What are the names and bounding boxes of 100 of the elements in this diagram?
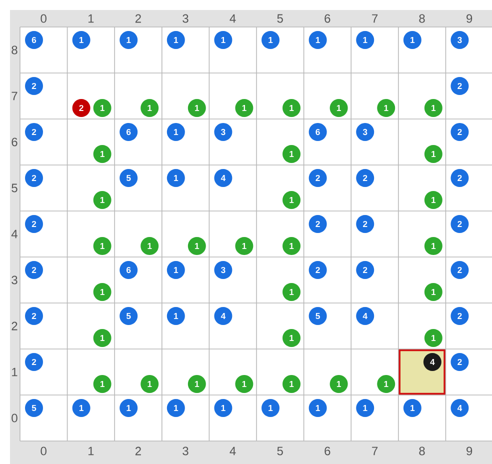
axis-label: 9 [466,14,472,23]
axis-label: 5 [277,446,283,456]
numbered-ball: 5 [25,399,43,417]
numbered-ball: 1 [166,307,185,325]
numbered-ball: 1 [282,283,300,301]
axis-label: 0 [12,414,18,422]
numbered-ball: 1 [403,399,422,417]
numbered-ball: 1 [282,375,300,393]
numbered-ball: 1 [93,99,112,117]
axis-label: 7 [372,446,378,456]
axis-label: 4 [230,446,236,456]
numbered-ball: 2 [450,261,469,279]
numbered-ball: 2 [356,261,374,279]
numbered-ball: 1 [166,123,185,141]
numbered-ball: 2 [25,169,43,187]
numbered-ball: 2 [25,215,43,233]
numbered-ball: 1 [214,31,232,49]
numbered-ball: 1 [188,237,206,255]
numbered-ball: 1 [356,31,374,49]
numbered-ball: 1 [93,329,112,347]
numbered-ball: 4 [214,307,232,325]
axis-label: 1 [88,14,94,23]
numbered-ball: 1 [424,145,442,163]
numbered-ball: 1 [140,99,159,117]
axis-label: 4 [230,14,236,23]
numbered-ball: 1 [120,399,138,417]
numbered-ball: 2 [25,123,43,141]
axis-label: 3 [182,14,188,23]
numbered-ball: 1 [235,375,254,393]
numbered-ball: 2 [450,353,469,371]
numbered-ball: 4 [356,307,374,325]
numbered-ball: 3 [450,31,469,49]
numbered-ball: 1 [403,31,422,49]
numbered-ball: 2 [25,77,43,95]
numbered-ball: 6 [308,123,327,141]
axis-label: 7 [372,14,378,23]
numbered-ball: 4 [214,169,232,187]
numbered-ball: 2 [450,77,469,95]
axis-label: 8 [419,446,425,456]
numbered-ball: 2 [25,261,43,279]
numbered-ball: 1 [282,191,300,209]
numbered-ball: 1 [282,145,300,163]
numbered-ball: 1 [93,375,112,393]
numbered-ball: 5 [308,307,327,325]
numbered-ball: 1 [377,375,396,393]
numbered-ball: 2 [308,169,327,187]
numbered-ball: 5 [120,169,138,187]
numbered-ball: 1 [120,31,138,49]
numbered-ball: 4 [450,399,469,417]
axis-label: 6 [324,14,330,23]
numbered-ball: 1 [282,329,300,347]
numbered-ball: 2 [450,123,469,141]
numbered-ball: 4 [423,353,442,371]
numbered-ball: 1 [93,191,112,209]
numbered-ball: 1 [424,191,442,209]
numbered-ball: 1 [140,237,159,255]
numbered-ball: 1 [188,99,206,117]
axis-label: 8 [12,46,18,54]
axis-label: 2 [135,446,141,456]
numbered-ball: 2 [450,215,469,233]
numbered-ball: 1 [188,375,206,393]
numbered-ball: 1 [166,169,185,187]
numbered-ball: 1 [93,145,112,163]
numbered-ball: 6 [120,261,138,279]
numbered-ball: 2 [72,99,90,117]
numbered-ball: 3 [214,261,232,279]
axis-label: 7 [12,92,18,100]
axis-label: 0 [40,446,46,456]
numbered-ball: 1 [282,99,300,117]
axis-label: 1 [12,368,18,376]
numbered-ball: 1 [282,237,300,255]
numbered-ball: 2 [25,307,43,325]
numbered-ball: 5 [120,307,138,325]
numbered-ball: 2 [308,215,327,233]
axis-label: 3 [182,446,188,456]
numbered-ball: 1 [424,237,442,255]
numbered-ball: 1 [140,375,159,393]
numbered-ball: 1 [308,399,327,417]
axis-label: 5 [277,14,283,23]
numbered-ball: 6 [25,31,43,49]
numbered-ball: 2 [356,215,374,233]
numbered-ball: 1 [235,237,254,255]
numbered-ball: 2 [25,353,43,371]
axis-label: 5 [12,184,18,192]
numbered-ball: 1 [308,31,327,49]
numbered-ball: 2 [308,261,327,279]
numbered-ball: 1 [72,399,90,417]
numbered-ball: 1 [166,31,185,49]
numbered-ball: 1 [424,329,442,347]
numbered-ball: 3 [356,123,374,141]
numbered-ball: 1 [93,237,112,255]
numbered-ball: 1 [377,99,396,117]
axis-label: 3 [12,276,18,284]
axis-label: 0 [40,14,46,23]
axis-label: 2 [12,322,18,330]
numbered-ball: 1 [356,399,374,417]
numbered-ball: 1 [166,399,185,417]
numbered-ball: 1 [424,283,442,301]
numbered-ball: 1 [166,261,185,279]
numbered-ball: 2 [356,169,374,187]
